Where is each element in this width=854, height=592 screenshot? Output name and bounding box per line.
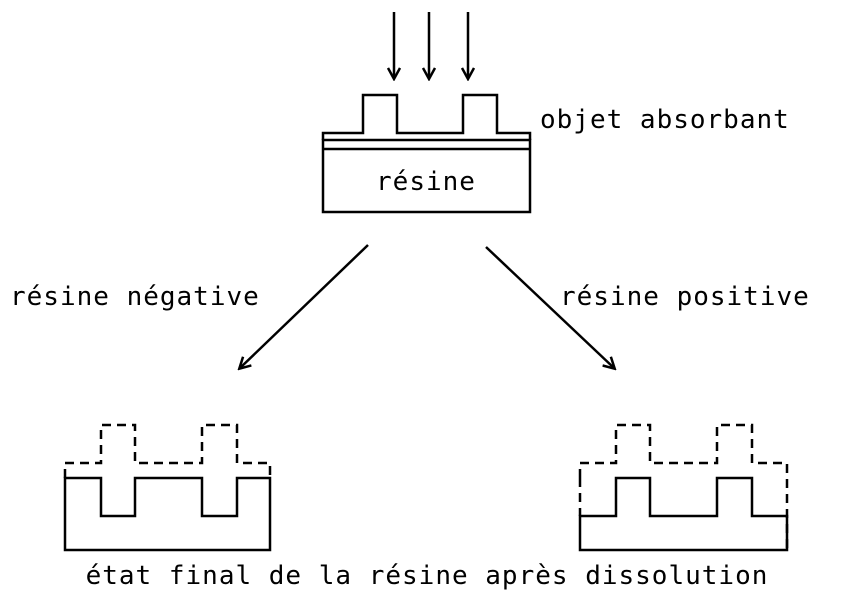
- final-state-caption: état final de la résine après dissolutio…: [86, 561, 769, 591]
- mask-outline-dashed: [63, 423, 272, 478]
- negative-resin-profile: [63, 476, 272, 552]
- positive-resin-result: [578, 423, 789, 552]
- resin-label: résine: [376, 167, 476, 197]
- radiation-arrows: [394, 12, 468, 78]
- mask-outline-dashed: [578, 423, 789, 550]
- absorbing-object: [321, 93, 532, 140]
- positive-resin-label: résine positive: [560, 282, 810, 312]
- negative-resin-label: résine négative: [10, 282, 260, 312]
- negative-branch-arrow: [240, 244, 369, 368]
- resin-block: [321, 138, 532, 214]
- positive-branch-arrow: [485, 246, 614, 368]
- negative-resin-result: [63, 423, 272, 552]
- absorbing-object-label: objet absorbant: [540, 105, 790, 135]
- positive-resin-profile: [578, 476, 789, 552]
